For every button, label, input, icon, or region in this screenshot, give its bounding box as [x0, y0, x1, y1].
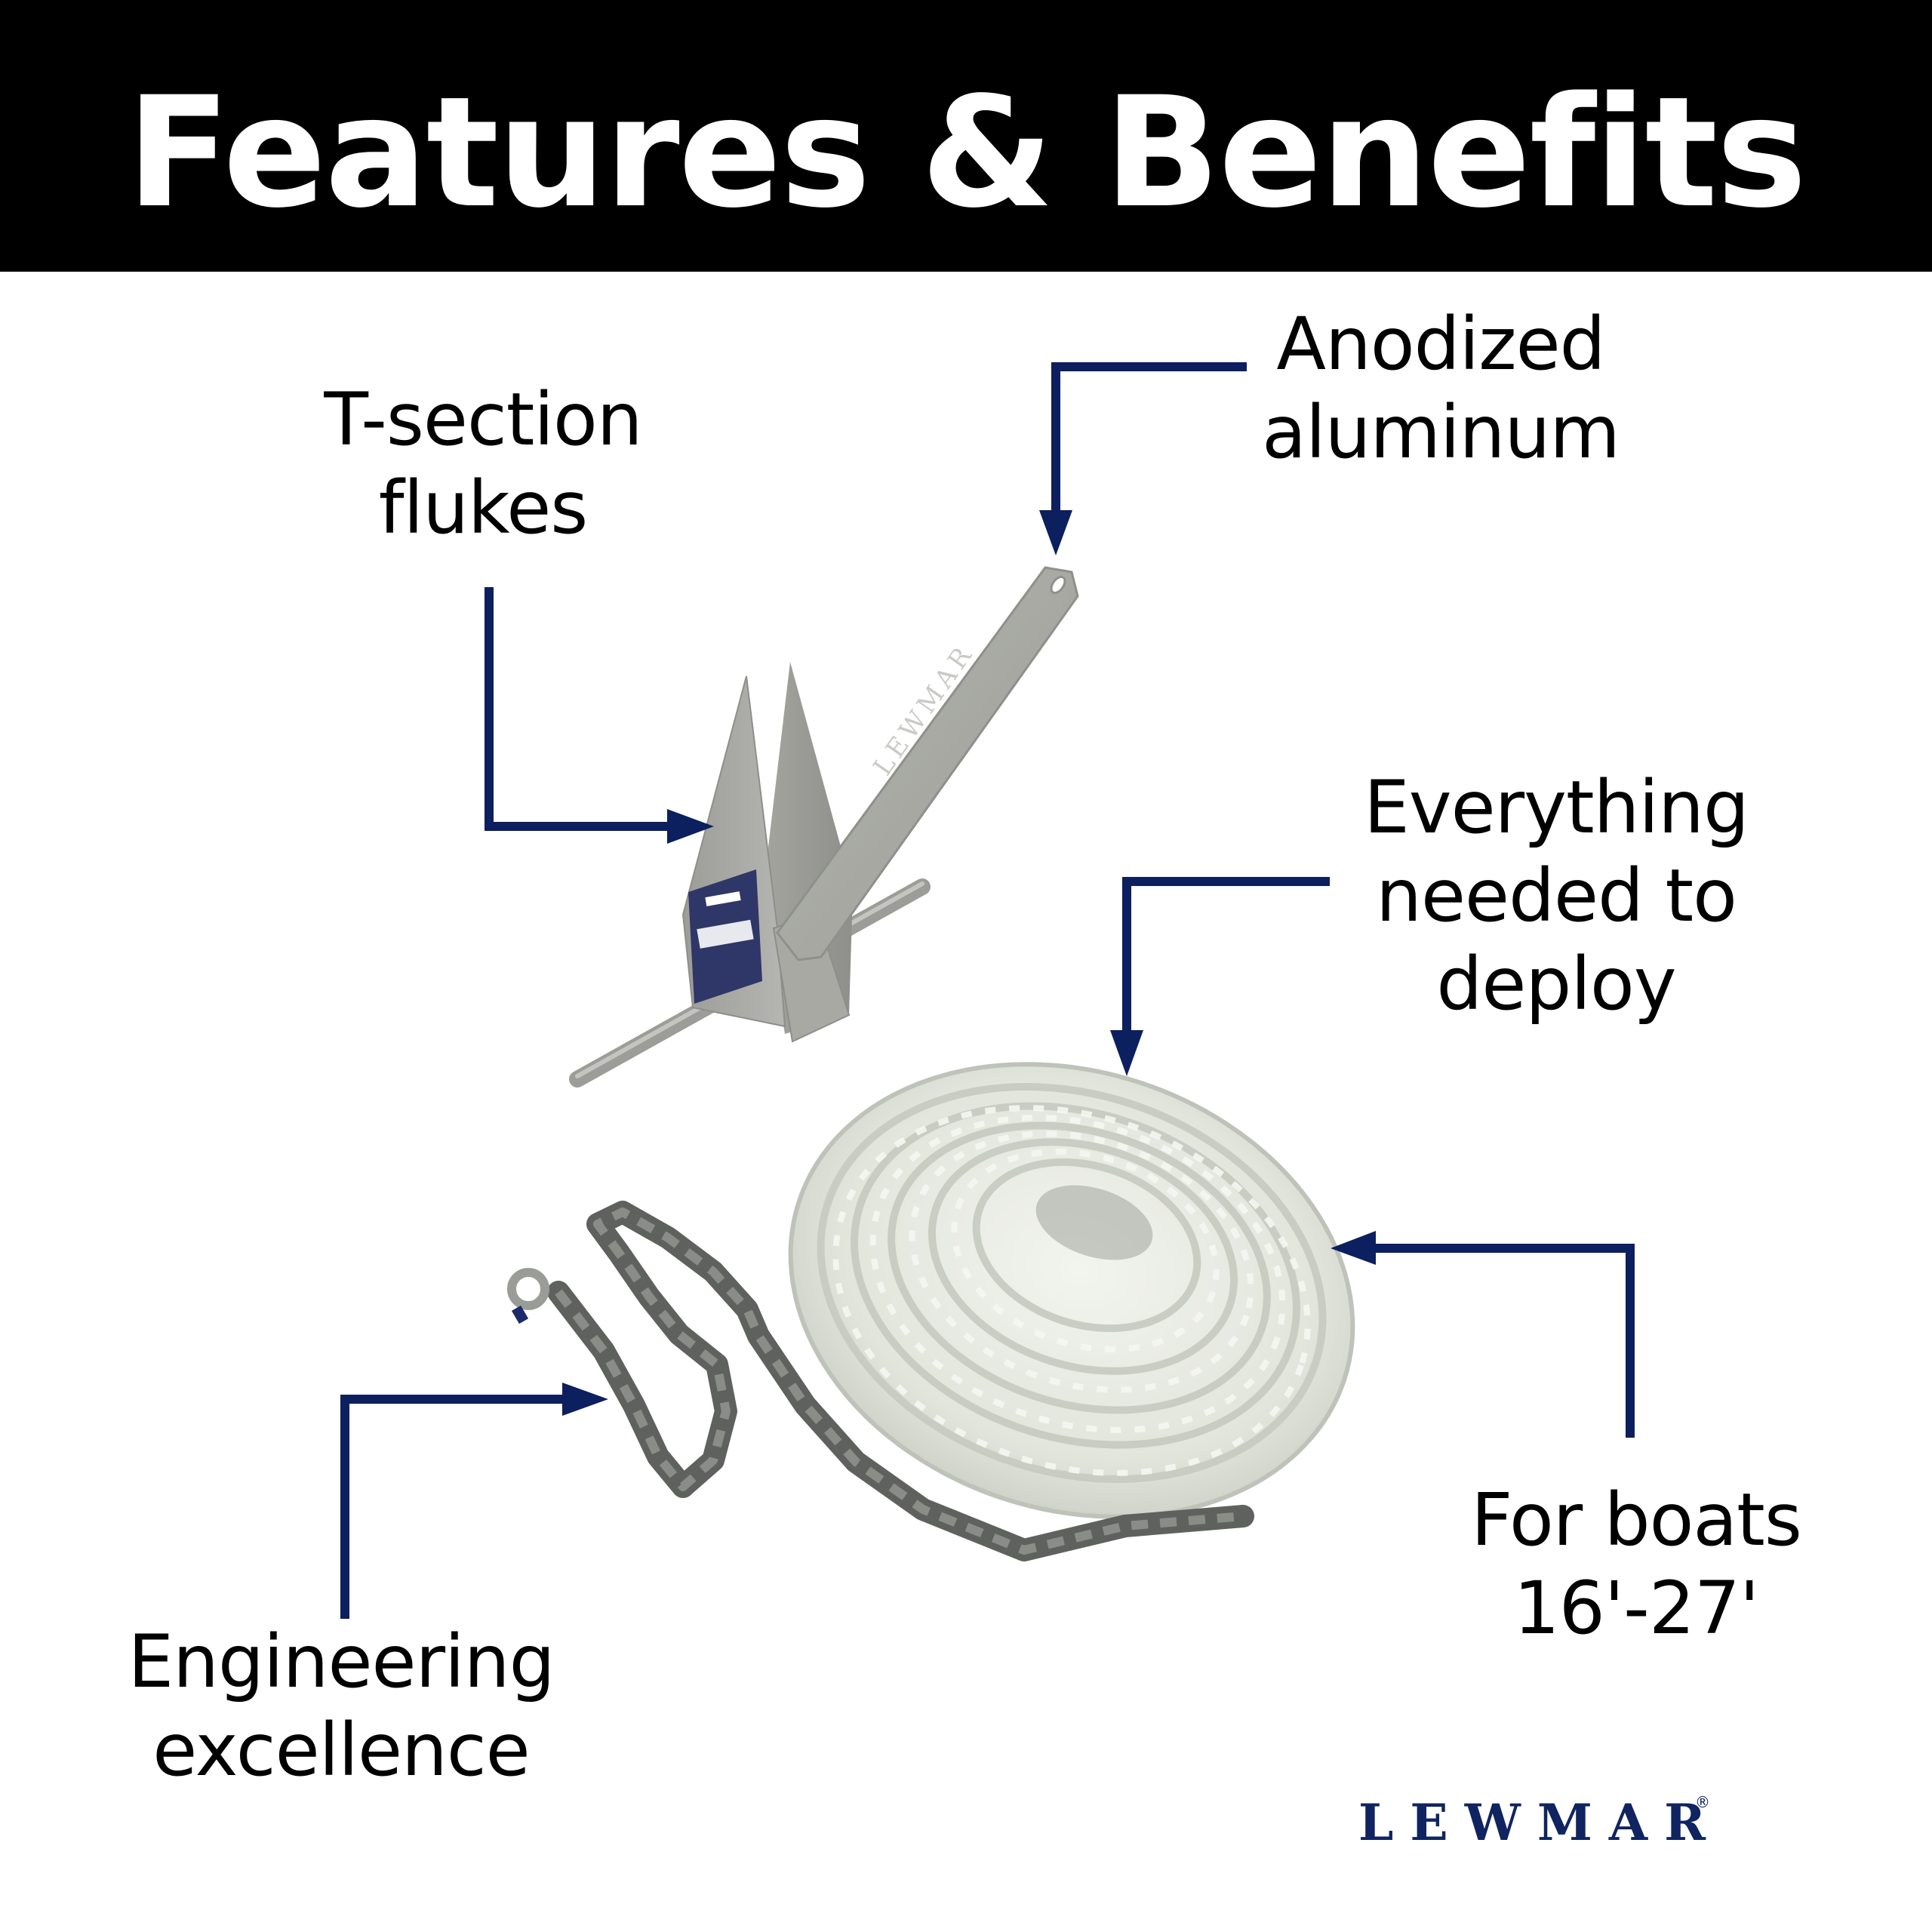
anchor-chain	[507, 1201, 1254, 1561]
callout-line: Everything	[1364, 765, 1749, 850]
callout-line: needed to	[1376, 854, 1737, 938]
header-banner: Features & Benefits	[0, 0, 1932, 272]
callout-line: aluminum	[1262, 390, 1620, 475]
callout-for-boats: For boats 16'-27'	[1471, 1476, 1802, 1653]
callout-line: For boats	[1471, 1478, 1802, 1562]
callout-line: Engineering	[128, 1620, 555, 1704]
registered-mark: ®	[1695, 1793, 1710, 1811]
callout-line: 16'-27'	[1513, 1566, 1760, 1651]
callout-line: Anodized	[1276, 302, 1605, 386]
arrow-boats	[1331, 1231, 1635, 1438]
callout-line: deploy	[1436, 942, 1676, 1026]
shackle	[507, 1268, 549, 1310]
brand-logo: LEWMAR ®	[1358, 1793, 1710, 1849]
arrow-t-section	[485, 587, 714, 844]
callout-line: flukes	[378, 466, 589, 550]
fluke-anchor: LEWMAR	[569, 566, 1079, 1088]
callout-line: excellence	[152, 1708, 530, 1792]
callout-line: T-section	[324, 377, 642, 462]
callout-t-section-flukes: T-section flukes	[324, 376, 642, 552]
arrow-everything	[1110, 877, 1330, 1076]
callout-arrows	[340, 362, 1635, 1619]
brand-name: LEWMAR	[1358, 1793, 1722, 1852]
arrow-anodized	[1039, 362, 1247, 555]
callout-engineering-excellence: Engineering excellence	[128, 1618, 555, 1795]
page-title: Features & Benefits	[126, 63, 1807, 242]
rope-coil	[788, 1062, 1355, 1519]
callout-anodized-aluminum: Anodized aluminum	[1262, 300, 1620, 477]
callout-everything-needed: Everything needed to deploy	[1364, 764, 1749, 1029]
arrow-engineering	[340, 1383, 608, 1619]
